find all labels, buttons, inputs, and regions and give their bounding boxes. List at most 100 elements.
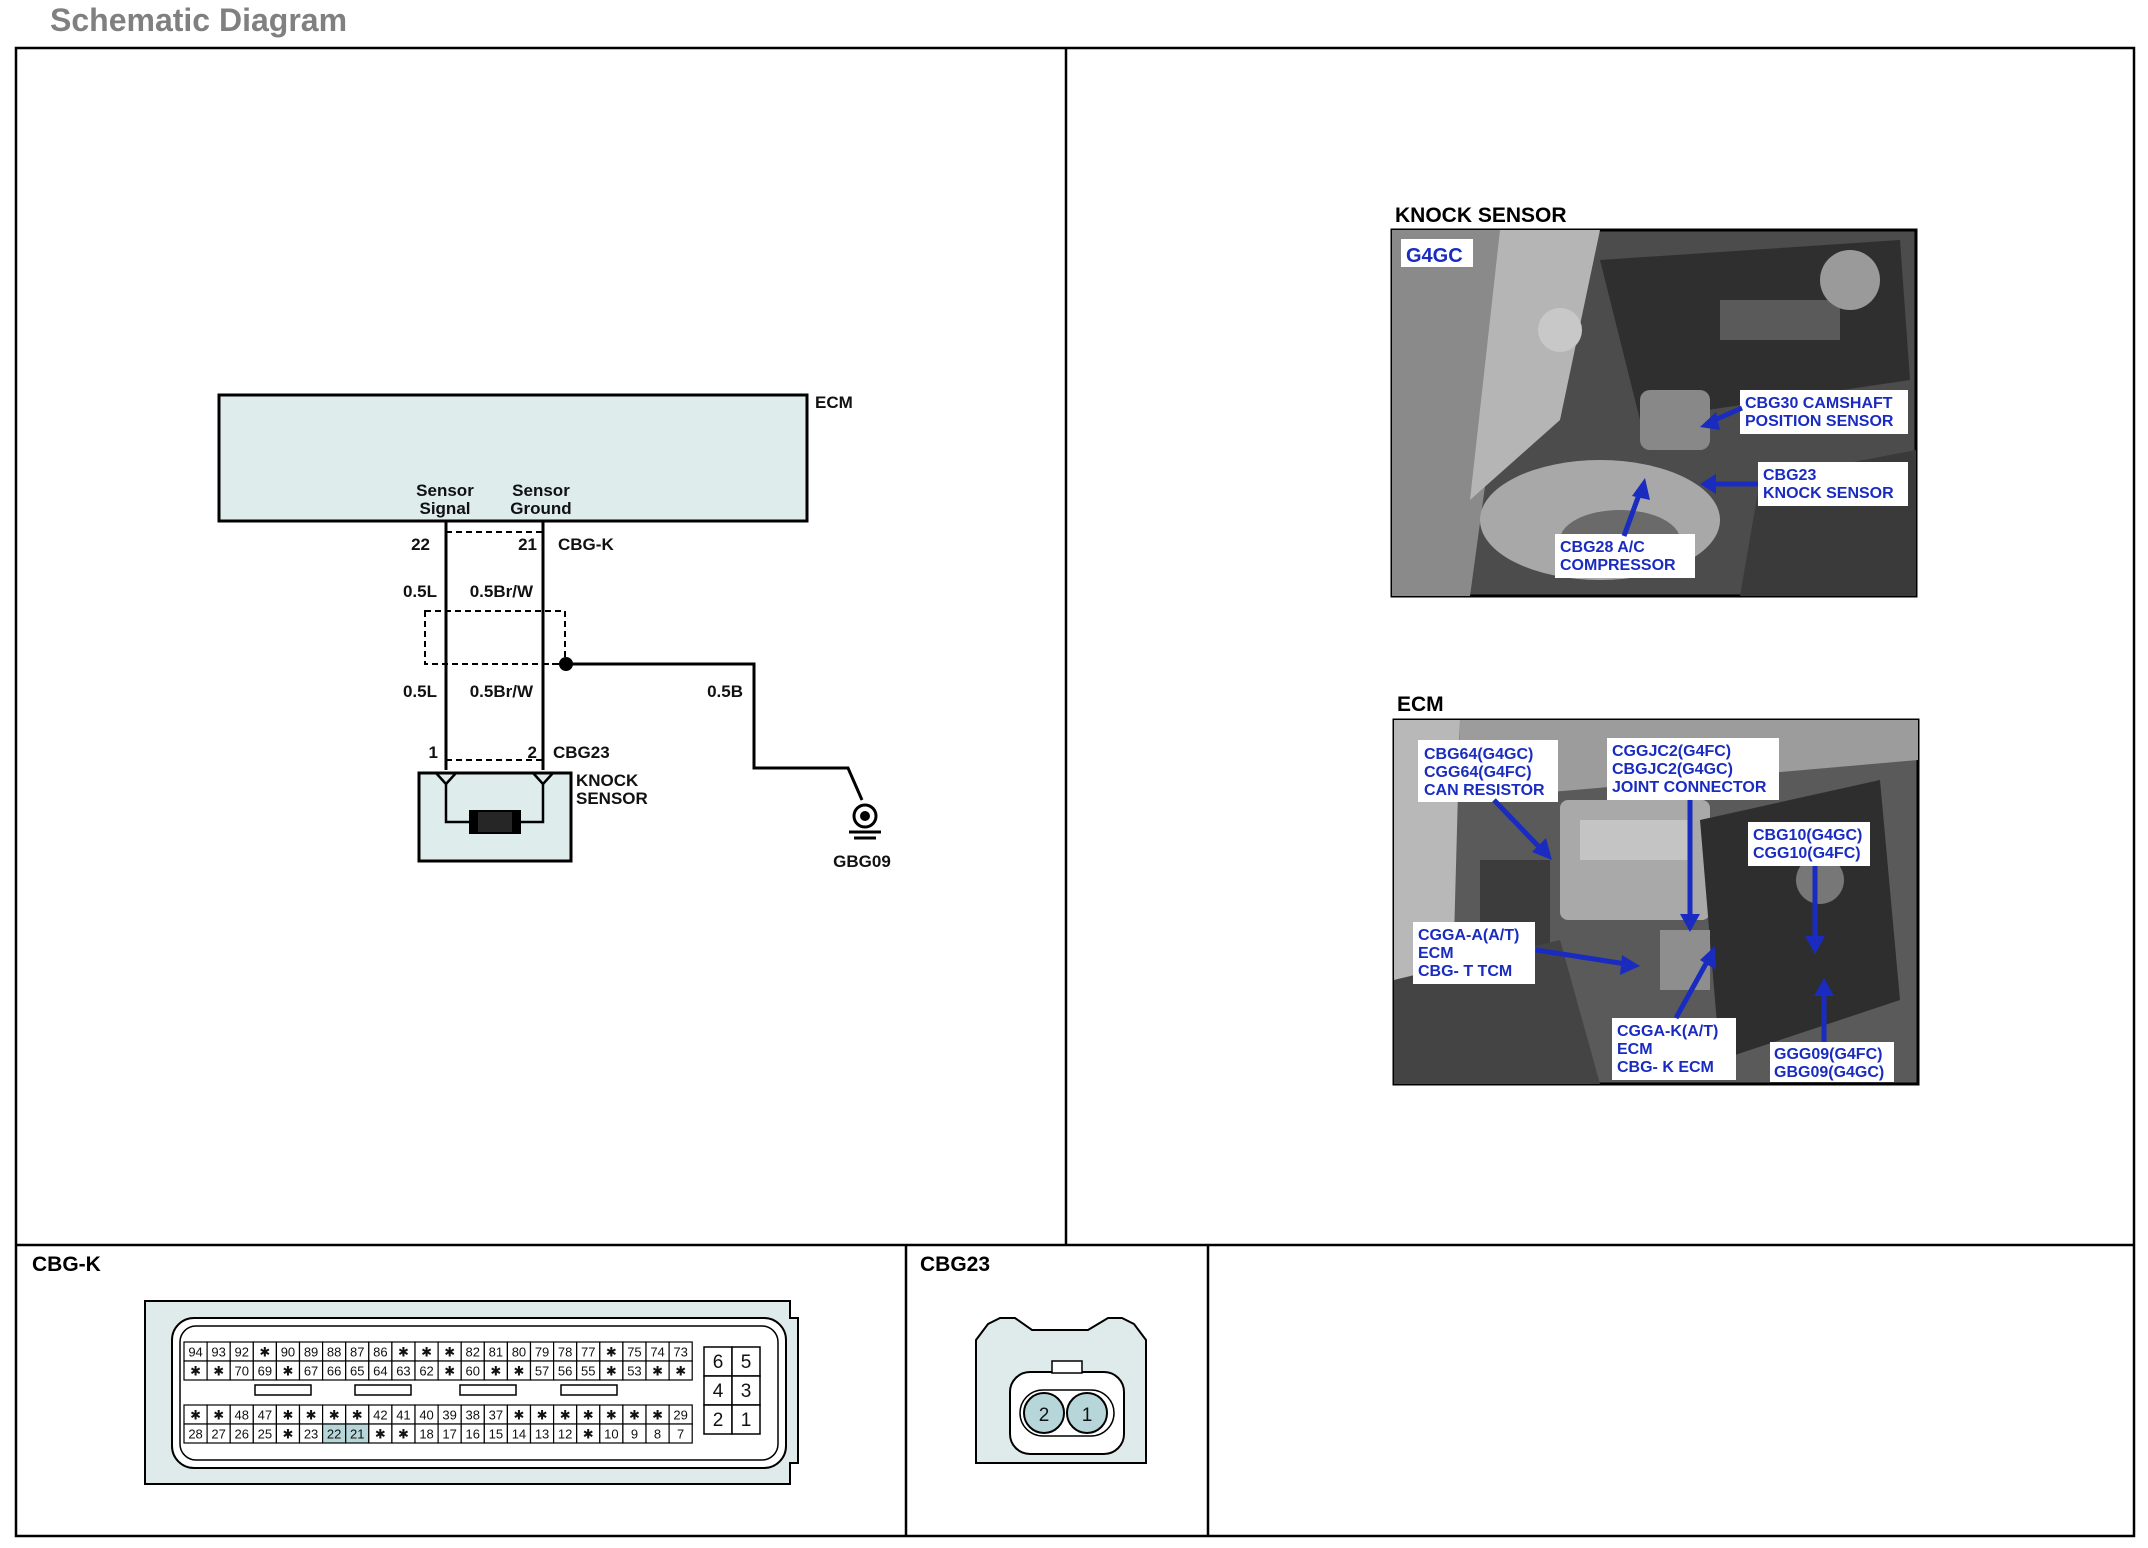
pin-22-label: 22 <box>411 535 430 554</box>
cbg-k-pin-label: 53 <box>627 1364 641 1379</box>
callout-joint-box <box>1607 738 1779 800</box>
cbg-k-side-pin-cell <box>731 1375 761 1406</box>
cbg-k-pin-label: 94 <box>188 1345 202 1360</box>
callout-knock-1: CBG23 <box>1763 467 1816 484</box>
cbg-k-pin-label: 70 <box>235 1364 249 1379</box>
cbg-k-pin-label: 88 <box>327 1345 341 1360</box>
cbg-k-face-inner <box>179 1325 779 1461</box>
callout-joint-1: CGGJC2(G4FC) <box>1612 743 1731 760</box>
cbg-k-pin-label: 87 <box>350 1345 364 1360</box>
callout-cbg10-1: CBG10(G4GC) <box>1753 827 1862 844</box>
cbg23-label: CBG23 <box>553 743 610 762</box>
cbg-k-pin-label: 28 <box>188 1427 202 1442</box>
callout-knock-box <box>1758 462 1908 506</box>
sensor-signal-label-1: Sensor <box>416 481 474 500</box>
cbg-k-pin-label: 16 <box>466 1427 480 1442</box>
pin-21-label: 21 <box>518 535 537 554</box>
callout-tcm-1: CGGA-A(A/T) <box>1418 927 1519 944</box>
cbg-k-pin-label: 7 <box>677 1427 684 1442</box>
callout-can-2: CGG64(G4FC) <box>1424 764 1532 781</box>
cbg-k-label: CBG-K <box>558 535 614 554</box>
cbg-k-pin-label: ✱ <box>398 1427 409 1442</box>
ecm-photo-heading: ECM <box>1397 693 1444 716</box>
knock-sensor-label-1: KNOCK <box>576 771 639 790</box>
callout-ac-box <box>1555 534 1695 578</box>
piezo-element-icon <box>469 810 521 834</box>
cbg-k-pin-label: ✱ <box>583 1427 594 1442</box>
ecm-photo-arrows <box>1492 798 1834 1042</box>
cbg-k-pin-label: 15 <box>489 1427 503 1442</box>
ground-label: GBG09 <box>833 852 891 871</box>
callout-cam-1: CBG30 CAMSHAFT <box>1745 395 1893 412</box>
cbg-k-pin-label: 26 <box>235 1427 249 1442</box>
knock-photo-heading: KNOCK SENSOR <box>1395 204 1567 227</box>
cbg-k-pin-label: 60 <box>466 1364 480 1379</box>
cbg-k-pin-label: ✱ <box>513 1364 524 1379</box>
cbg23-connector-panel: CBG23 2 1 <box>920 1253 1147 1464</box>
schematic: ECM Sensor Signal Sensor Ground 22 21 CB… <box>217 393 891 871</box>
callout-ground-1: GGG09(G4FC) <box>1774 1046 1882 1063</box>
cbg-k-pin-label: 82 <box>466 1345 480 1360</box>
ecm-photo-panel: ECM CBG64(G4GC) CGG64(G4FC) CAN RESISTOR… <box>1392 693 1920 1086</box>
callout-cbg10-box <box>1748 822 1870 866</box>
cbg-k-pin-label: 40 <box>419 1408 433 1423</box>
callout-tcm-box <box>1413 922 1535 984</box>
cbg23-pin-2-label: 2 <box>1039 1405 1050 1426</box>
sensor-ground-label-1: Sensor <box>512 481 570 500</box>
cbg-k-pin-label: 38 <box>466 1408 480 1423</box>
cbg-k-pin-label: 21 <box>350 1427 364 1442</box>
cbg-k-side-pin-cell <box>731 1346 761 1377</box>
ecm-box <box>217 393 809 523</box>
cbg-k-pin-label: 89 <box>304 1345 318 1360</box>
cbg-k-pin-label: 25 <box>258 1427 272 1442</box>
cbg-k-pin-label: 14 <box>512 1427 526 1442</box>
cbg-k-pin-label: ✱ <box>444 1364 455 1379</box>
cbg-k-pin-label: 42 <box>373 1408 387 1423</box>
cbg-k-pin-label: ✱ <box>560 1408 571 1423</box>
cbg-k-pin-label: 78 <box>558 1345 572 1360</box>
cbg-k-pin-label: ✱ <box>444 1345 455 1360</box>
cbg-k-pin-label: ✱ <box>352 1408 363 1423</box>
cbg-k-pin-label: ✱ <box>421 1345 432 1360</box>
callout-cam-box <box>1740 390 1908 434</box>
cbg-k-pin-label: 63 <box>396 1364 410 1379</box>
cbg-k-side-pin-cell <box>731 1404 761 1435</box>
cbg-k-pin-label: 81 <box>489 1345 503 1360</box>
cbg-k-pin-label: ✱ <box>282 1364 293 1379</box>
cbg-k-pin-label: ✱ <box>398 1345 409 1360</box>
layout-frame <box>14 46 2136 1538</box>
cbg-k-pin-label: 55 <box>581 1364 595 1379</box>
sensor-signal-label-2: Signal <box>419 499 470 518</box>
cbg-k-title: CBG-K <box>32 1253 101 1276</box>
callout-can-3: CAN RESISTOR <box>1424 782 1545 799</box>
callout-cam-2: POSITION SENSOR <box>1745 413 1894 430</box>
cbg-k-pin-label: 90 <box>281 1345 295 1360</box>
cbg-k-keys <box>254 1384 618 1396</box>
cbg23-pin-1 <box>1066 1392 1108 1434</box>
cbg23-title: CBG23 <box>920 1253 990 1276</box>
cbg-k-pin-label: 77 <box>581 1345 595 1360</box>
sensor-lead-2 <box>519 784 545 824</box>
callout-knock-2: KNOCK SENSOR <box>1763 485 1894 502</box>
pin-2-label: 2 <box>528 743 537 762</box>
shield-box <box>424 610 566 665</box>
cbg-k-pin-label: ✱ <box>652 1364 663 1379</box>
callout-ac-1: CBG28 A/C <box>1560 539 1645 556</box>
cbg-k-pin-cell <box>668 1360 693 1381</box>
cbg-k-pin-label: 39 <box>442 1408 456 1423</box>
ground-icon <box>849 803 881 840</box>
cbg-k-pin-label: ✱ <box>675 1364 686 1379</box>
wire-ground-top-label: 0.5Br/W <box>470 582 534 601</box>
cbg-k-side-pin-label: 4 <box>713 1381 724 1402</box>
cbg-k-side-pin-label: 6 <box>713 1352 724 1373</box>
cbg-k-pin-label: 56 <box>558 1364 572 1379</box>
cbg-k-pin-label: 8 <box>654 1427 661 1442</box>
cbg-k-pin-label: ✱ <box>259 1345 270 1360</box>
wire-signal-bottom-label: 0.5L <box>403 682 437 701</box>
cbg-k-pin-label: ✱ <box>329 1408 340 1423</box>
engine-tag: G4GC <box>1406 245 1463 267</box>
cbg-k-pin-label: 75 <box>627 1345 641 1360</box>
callout-ecmk-2: ECM <box>1617 1041 1653 1058</box>
